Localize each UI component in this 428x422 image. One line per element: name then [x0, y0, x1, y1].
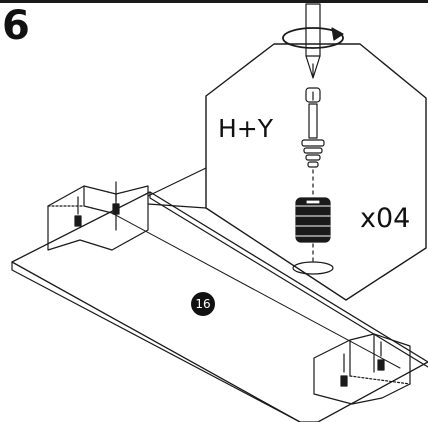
detail-callout-frame: [147, 43, 427, 301]
top-rule: [0, 0, 428, 3]
rotation-arrow-icon: [282, 27, 344, 49]
left-connector-zone: [47, 181, 149, 251]
screwdriver-icon: [305, 3, 321, 79]
part-code-label: H+Y: [218, 114, 274, 143]
quantity-label: x04: [360, 203, 411, 234]
panel-number-badge: 16: [191, 292, 215, 316]
panel-16-board: [11, 191, 428, 422]
step-number: 6: [2, 3, 30, 49]
right-connector-zone: [313, 333, 411, 405]
cam-bolt-icon: [301, 87, 325, 197]
cam-dowel-icon: [292, 197, 334, 275]
